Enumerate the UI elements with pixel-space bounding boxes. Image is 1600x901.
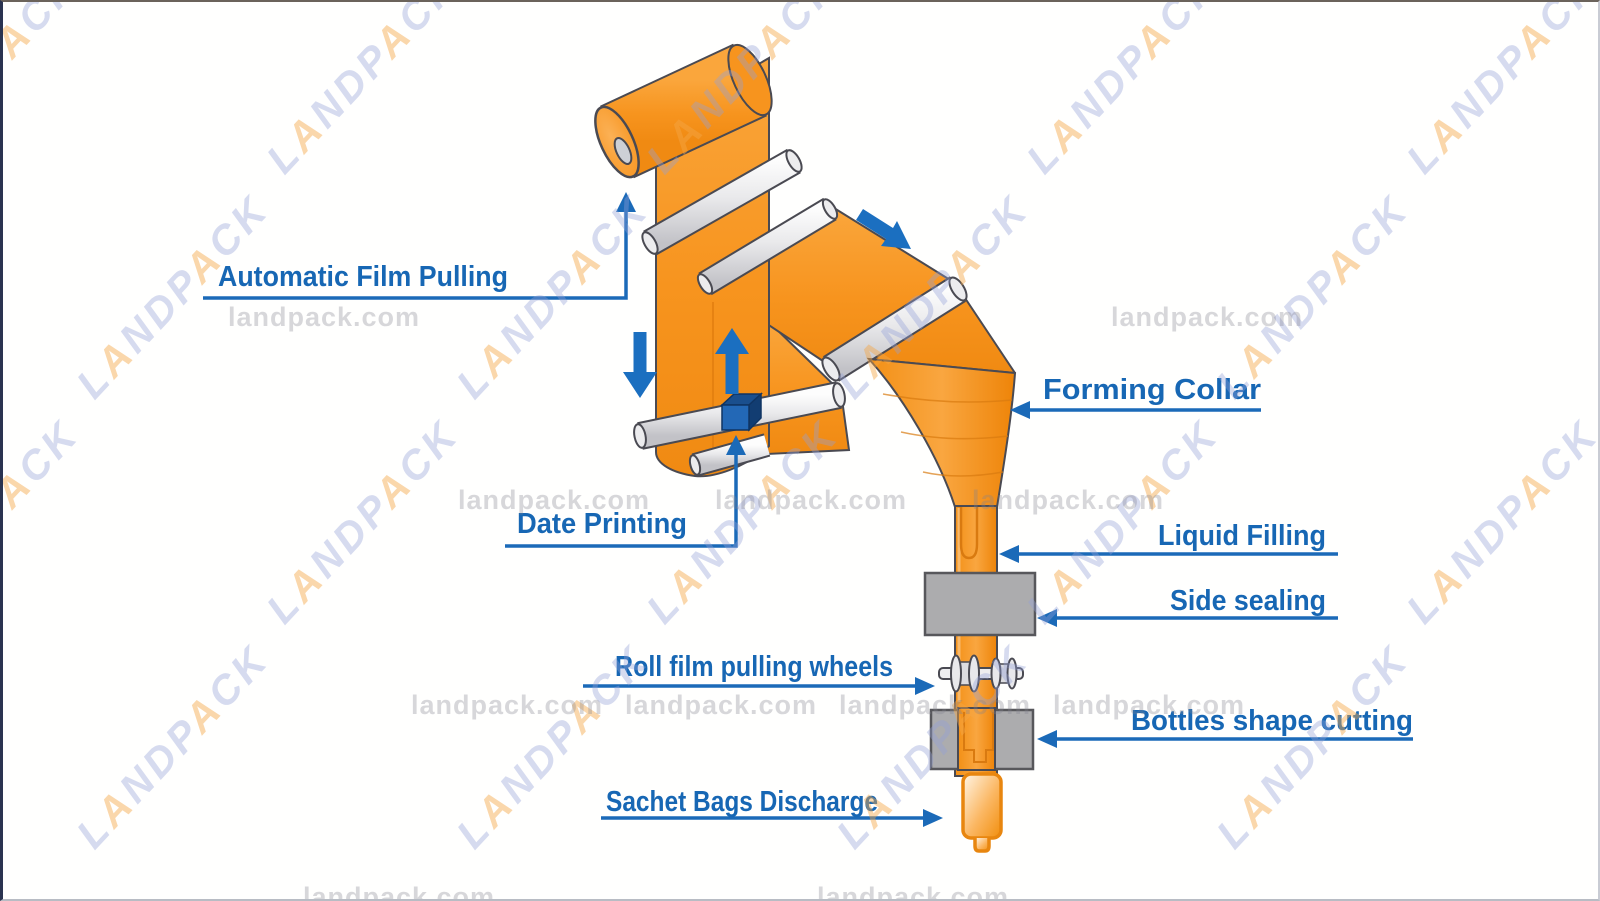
label-automatic-film-pulling: Automatic Film Pulling: [203, 192, 636, 300]
film-pulling-wheels: [938, 654, 1024, 693]
process-diagram: Automatic Film Pulling Forming Collar Da…: [203, 43, 1413, 853]
film-roll: [594, 43, 773, 179]
forming-collar-label: Forming Collar: [1043, 374, 1261, 406]
flow-arrow-diagonal-icon: [856, 209, 911, 249]
label-date-printing: Date Printing: [505, 435, 746, 548]
label-side-sealing: Side sealing: [1037, 585, 1338, 627]
guide-roller-top: [641, 148, 803, 256]
flow-arrow-up-icon: [715, 328, 749, 394]
sachet-bag: [961, 772, 1003, 853]
cutting-block: [929, 707, 1035, 771]
label-forming-collar: Forming Collar: [1010, 374, 1261, 419]
label-liquid-filling: Liquid Filling: [999, 520, 1338, 563]
label-sachet-bags-discharge: Sachet Bags Discharge: [601, 786, 943, 827]
flow-arrow-down-icon: [623, 332, 657, 398]
side-sealing-label: Side sealing: [1170, 585, 1326, 617]
guide-roller-sheet-lower: [821, 276, 968, 382]
liquid-filling-label: Liquid Filling: [1158, 520, 1326, 552]
guide-roller-sheet-upper: [696, 197, 839, 296]
bottles-shape-cutting-label: Bottles shape cutting: [1131, 705, 1413, 737]
label-roll-film-pulling-wheels: Roll film pulling wheels: [583, 651, 935, 695]
date-printing-label: Date Printing: [517, 508, 687, 540]
roll-film-pulling-wheels-label: Roll film pulling wheels: [615, 651, 893, 683]
liquid-nozzle: [959, 507, 979, 560]
sachet-bags-discharge-label: Sachet Bags Discharge: [606, 786, 878, 818]
date-printer-cube: [720, 392, 763, 432]
side-sealing-block: [923, 571, 1037, 637]
automatic-film-pulling-label: Automatic Film Pulling: [218, 261, 508, 293]
label-bottles-shape-cutting: Bottles shape cutting: [1037, 705, 1413, 748]
forming-collar: [866, 357, 1017, 508]
